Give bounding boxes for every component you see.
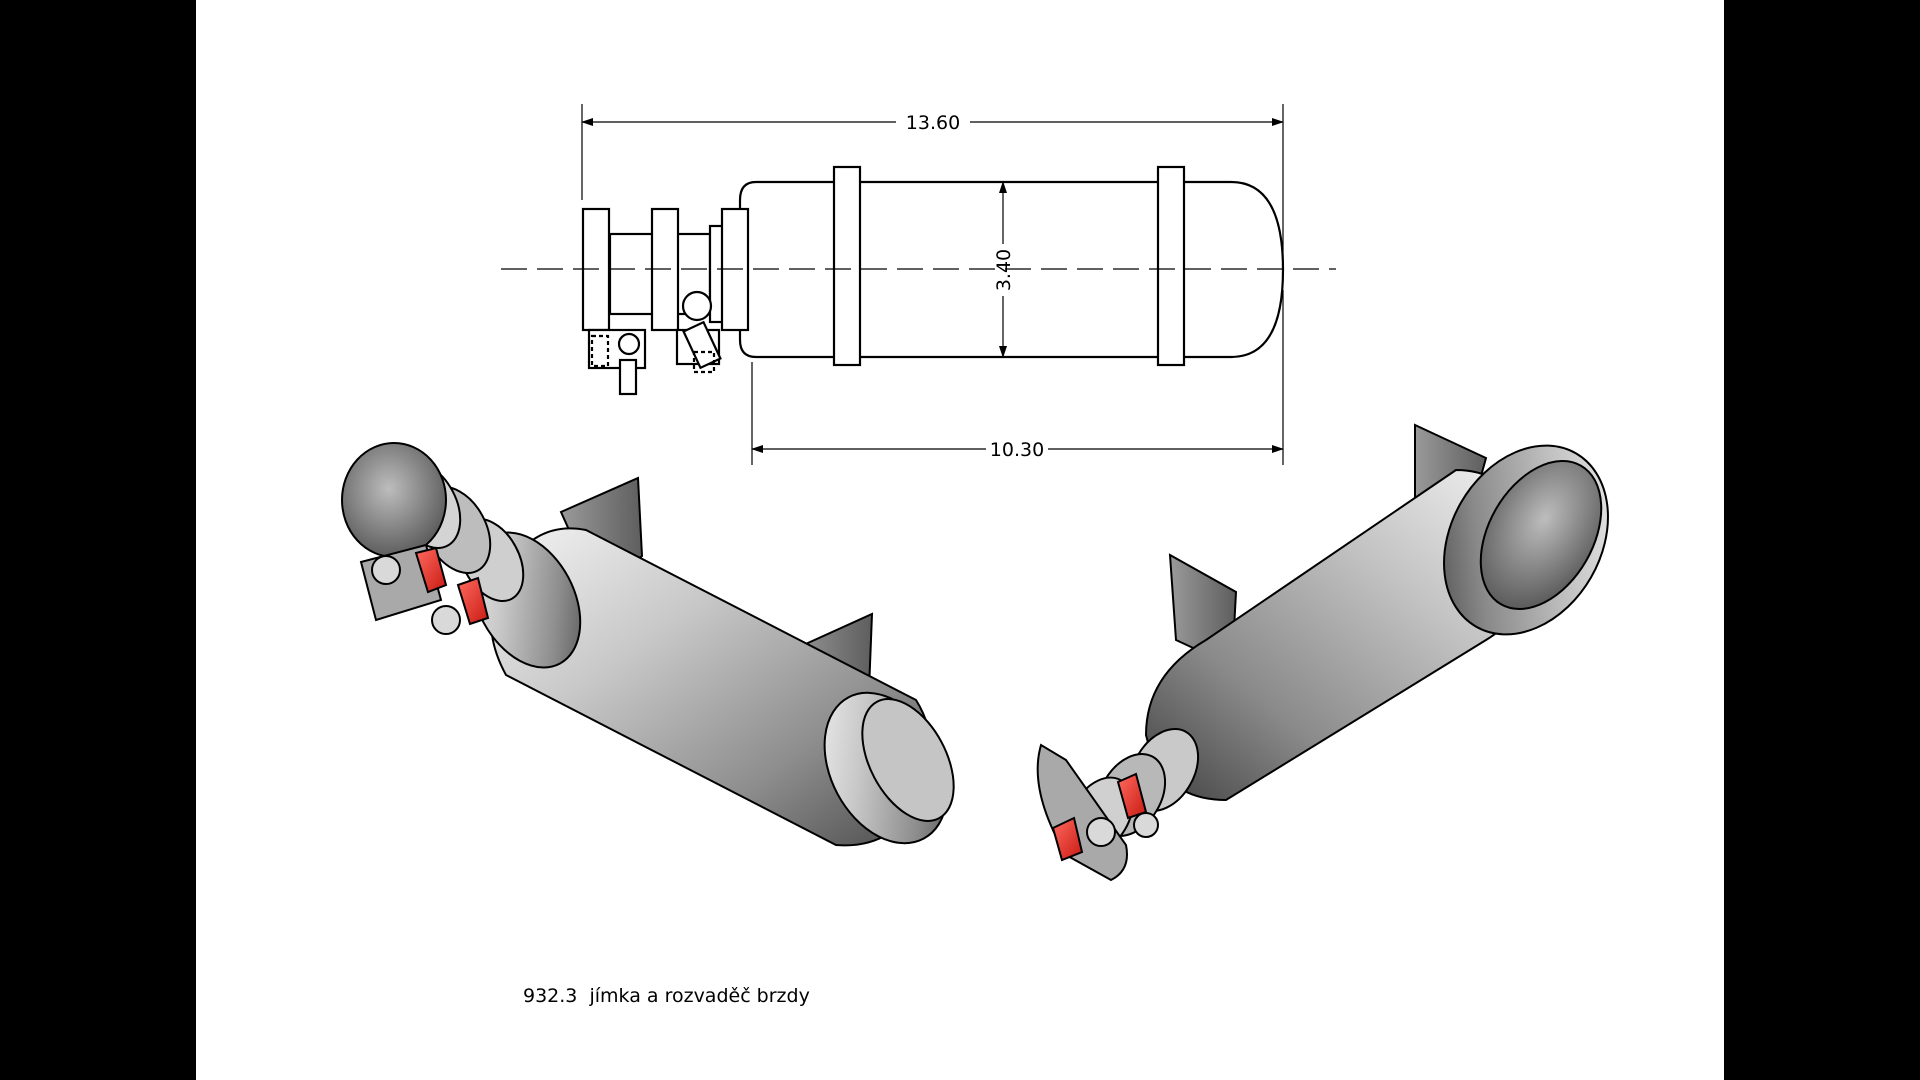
iso-view-left (341, 442, 955, 847)
side-view (581, 165, 1285, 396)
drawing-sheet: 13.60 3.40 10.30 (196, 0, 1724, 1080)
technical-drawing: 13.60 3.40 10.30 (341, 104, 1609, 882)
valve-handle-1 (414, 546, 448, 594)
dim-diameter-label: 3.40 (993, 249, 1015, 291)
dim-body (751, 290, 1284, 465)
dim-body-label: 10.30 (990, 439, 1044, 461)
valve-handle-3 (1051, 816, 1084, 862)
front-cap (341, 442, 447, 558)
mount-band-1 (832, 165, 862, 367)
dim-overall (581, 104, 1284, 268)
valve-handle-2 (456, 576, 490, 626)
front-cap-right (1479, 460, 1603, 610)
iso-view-right (1036, 423, 1609, 882)
drawing-caption: 932.3 jímka a rozvaděč brzdy (523, 985, 810, 1007)
valve-right (675, 290, 722, 374)
dim-overall-label: 13.60 (906, 112, 960, 134)
valve-handle-4 (1116, 772, 1148, 820)
mount-band-2 (1156, 165, 1186, 367)
valve-left (587, 328, 647, 396)
